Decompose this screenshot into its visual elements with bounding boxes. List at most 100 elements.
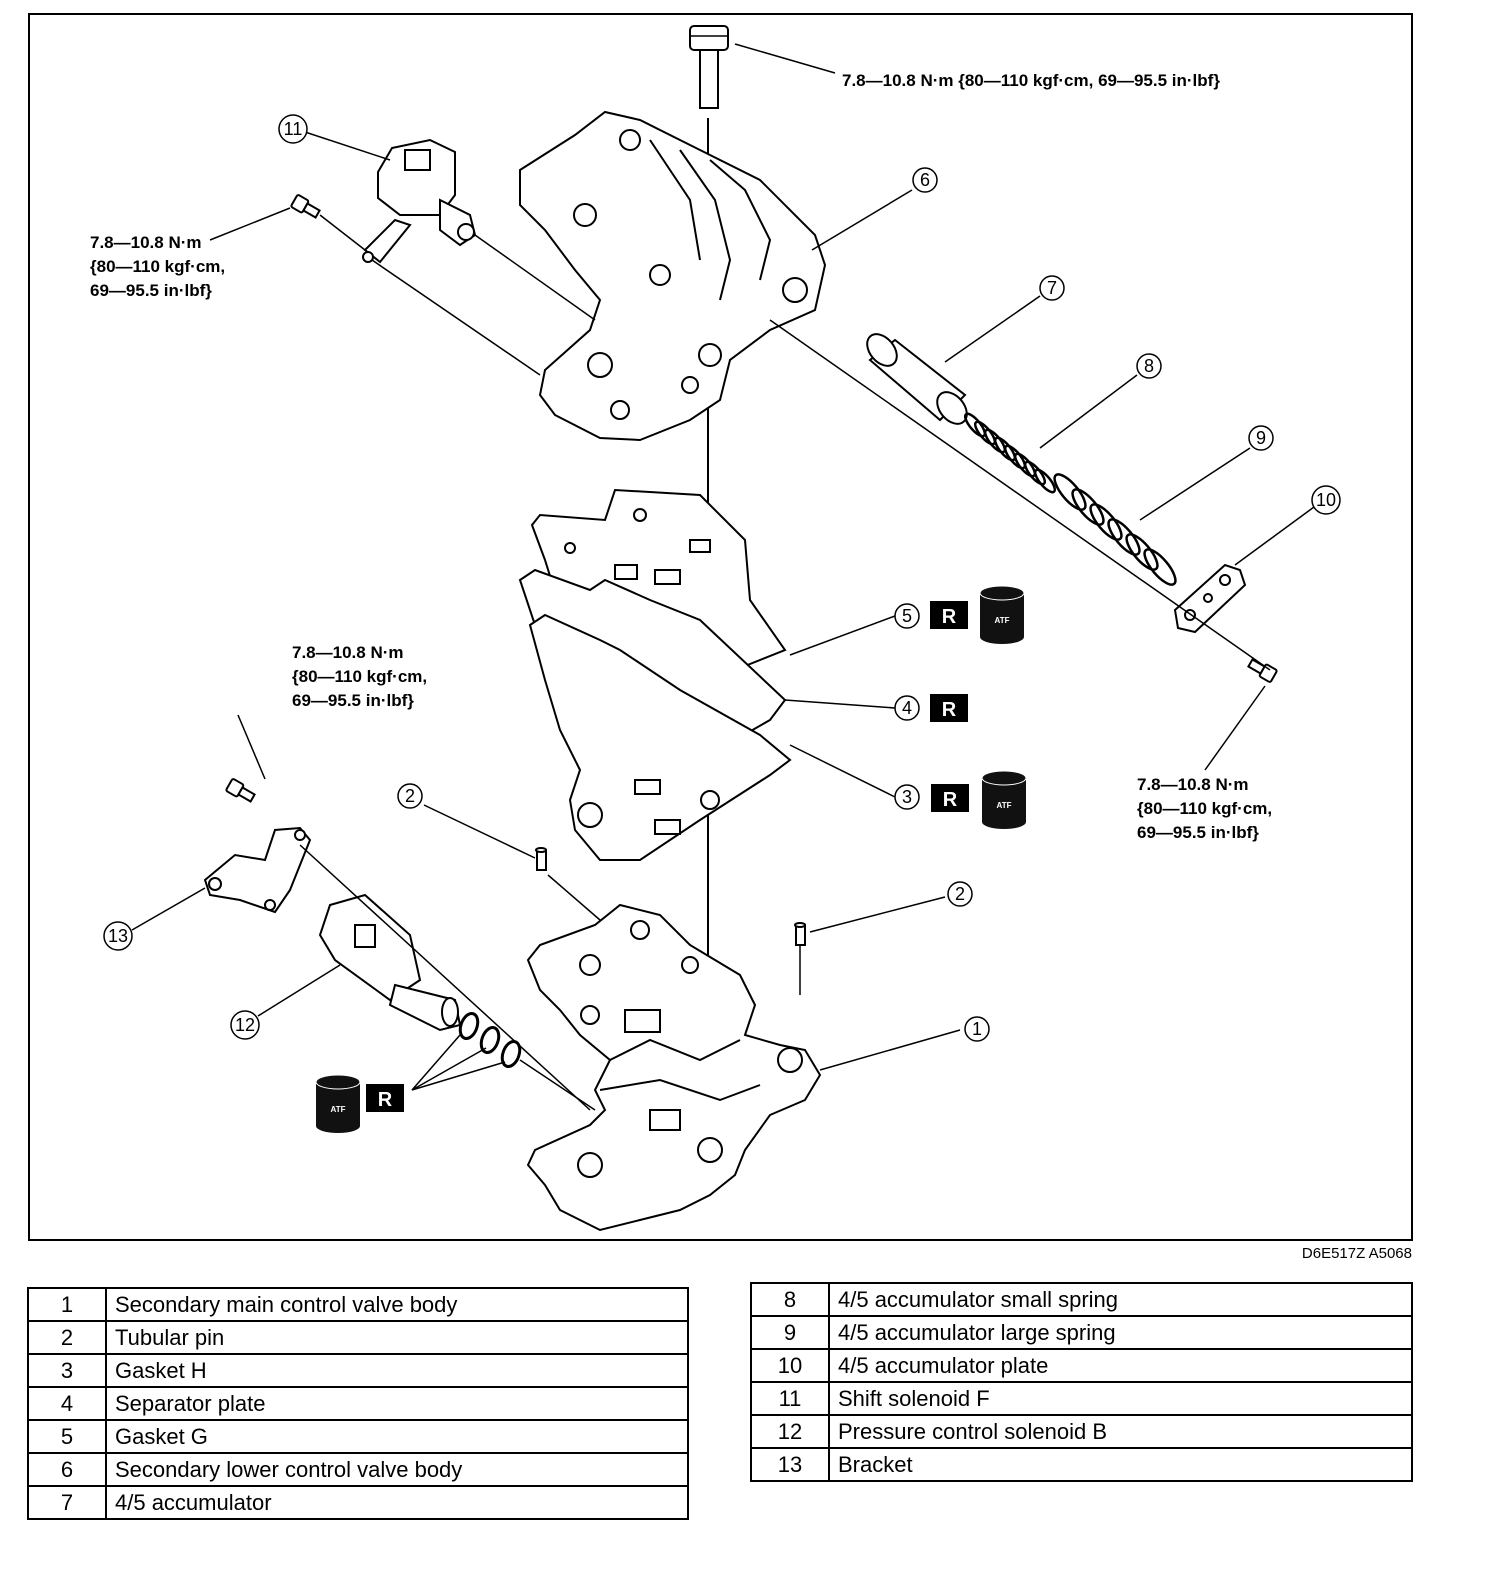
part-name: Secondary main control valve body: [105, 1287, 689, 1322]
svg-text:ATF: ATF: [331, 1105, 346, 1114]
part-number: 6: [27, 1452, 107, 1487]
torque-spec-upper-left: 7.8—10.8 N·m {80—110 kgf·cm, 69—95.5 in·…: [90, 233, 225, 300]
replace-badge-3: R: [931, 784, 969, 812]
svg-text:1: 1: [972, 1019, 982, 1039]
callout-5: 5: [894, 603, 920, 629]
callout-12: 12: [230, 1010, 260, 1040]
svg-text:R: R: [378, 1089, 393, 1111]
svg-text:{80—110 kgf·cm,: {80—110 kgf·cm,: [292, 667, 427, 686]
callout-9: 9: [1248, 425, 1274, 451]
part-name: Gasket G: [105, 1419, 689, 1454]
figure-id: D6E517Z A5068: [1302, 1245, 1412, 1262]
svg-text:{80—110 kgf·cm,: {80—110 kgf·cm,: [90, 257, 225, 276]
part-number: 12: [750, 1414, 830, 1449]
callout-7: 7: [1039, 275, 1065, 301]
svg-text:3: 3: [902, 787, 912, 807]
svg-text:7.8—10.8 N·m: 7.8—10.8 N·m: [292, 643, 404, 662]
svg-text:R: R: [942, 606, 957, 628]
svg-text:69—95.5 in·lbf}: 69—95.5 in·lbf}: [90, 281, 212, 300]
small-spring: [963, 412, 1057, 494]
svg-text:7: 7: [1047, 278, 1057, 298]
part-name: 4/5 accumulator large spring: [828, 1315, 1413, 1350]
svg-text:ATF: ATF: [997, 801, 1012, 810]
part-name: Bracket: [828, 1447, 1413, 1482]
atf-can-o-rings: ATF: [315, 1074, 361, 1134]
part-name: Shift solenoid F: [828, 1381, 1413, 1416]
part-name: Gasket H: [105, 1353, 689, 1388]
part-name: 4/5 accumulator small spring: [828, 1282, 1413, 1317]
atf-can-5: ATF: [979, 585, 1025, 645]
callout-11: 11: [278, 114, 308, 144]
callout-leaders: [131, 43, 1315, 1091]
part-number: 9: [750, 1315, 830, 1350]
svg-text:2: 2: [405, 786, 415, 806]
tubular-pin-b: [794, 922, 806, 946]
callout-2b: 2: [947, 881, 973, 907]
callout-6: 6: [912, 167, 938, 193]
callout-3: 3: [894, 784, 920, 810]
svg-text:2: 2: [955, 884, 965, 904]
main-control-valve-body: [526, 903, 822, 1232]
lower-control-valve-body: [519, 110, 827, 442]
svg-text:R: R: [943, 789, 958, 811]
part-number: 11: [750, 1381, 830, 1416]
part-number: 2: [27, 1320, 107, 1355]
large-spring: [1053, 473, 1177, 586]
atf-can-3: ATF: [981, 770, 1027, 830]
replace-badge-4: R: [930, 694, 968, 722]
accumulator-plate: [1173, 563, 1247, 634]
shift-solenoid-f: [362, 138, 477, 264]
torque-spec-right: 7.8—10.8 N·m {80—110 kgf·cm, 69—95.5 in·…: [1137, 775, 1272, 842]
part-number: 13: [750, 1447, 830, 1482]
svg-text:11: 11: [284, 119, 303, 139]
callout-2a: 2: [397, 783, 423, 809]
svg-text:4: 4: [902, 698, 912, 718]
part-number: 4: [27, 1386, 107, 1421]
replace-badge-o-rings: R: [366, 1084, 404, 1112]
callout-4: 4: [894, 695, 920, 721]
replace-badge-5: R: [930, 601, 968, 629]
svg-text:6: 6: [920, 170, 930, 190]
top-bolt: [689, 25, 729, 109]
part-number: 8: [750, 1282, 830, 1317]
part-number: 1: [27, 1287, 107, 1322]
svg-text:13: 13: [108, 926, 128, 946]
bracket: [203, 826, 312, 914]
svg-text:5: 5: [902, 606, 912, 626]
part-name: Tubular pin: [105, 1320, 689, 1355]
svg-text:R: R: [942, 699, 957, 721]
tubular-pin-a: [535, 847, 547, 871]
part-name: Secondary lower control valve body: [105, 1452, 689, 1487]
svg-text:9: 9: [1256, 428, 1266, 448]
callout-13: 13: [103, 921, 133, 951]
svg-text:12: 12: [235, 1015, 255, 1035]
accumulator: [866, 333, 968, 425]
part-number: 7: [27, 1485, 107, 1520]
callout-10: 10: [1311, 485, 1341, 515]
part-name: Pressure control solenoid B: [828, 1414, 1413, 1449]
bolt-right: [1245, 655, 1279, 684]
svg-text:8: 8: [1144, 356, 1154, 376]
part-name: Separator plate: [105, 1386, 689, 1421]
svg-text:ATF: ATF: [995, 616, 1010, 625]
part-name: 4/5 accumulator: [105, 1485, 689, 1520]
bolt-lower-left: [224, 777, 258, 806]
svg-text:69—95.5 in·lbf}: 69—95.5 in·lbf}: [1137, 823, 1259, 842]
callout-8: 8: [1136, 353, 1162, 379]
svg-text:10: 10: [1316, 490, 1336, 510]
